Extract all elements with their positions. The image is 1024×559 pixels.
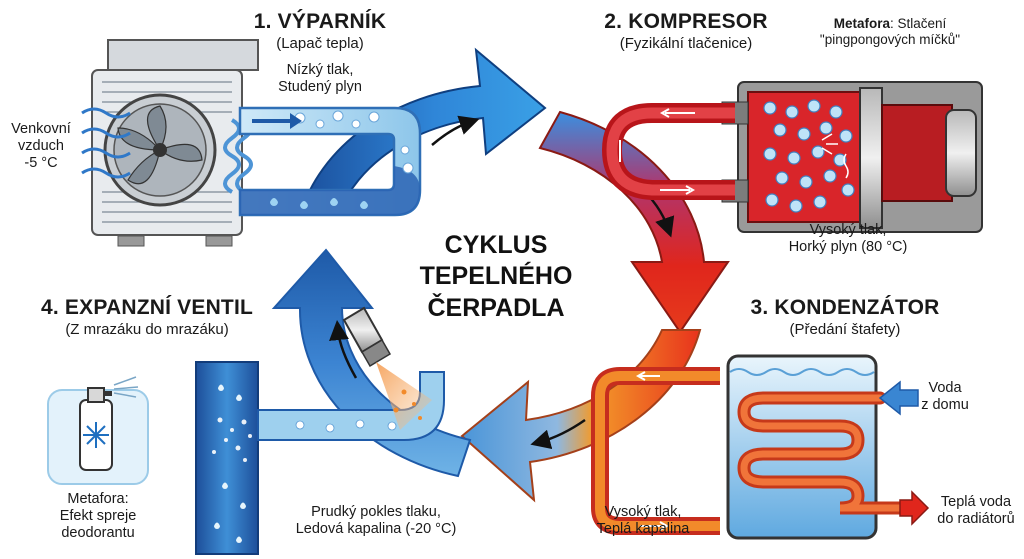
hot-water-out-arrow-icon bbox=[899, 490, 930, 526]
compressor-state: Vysoký tlak, Horký plyn (80 °C) bbox=[788, 222, 908, 256]
direction-arrow-icon bbox=[431, 115, 480, 146]
expansion-title: 4. EXPANZNÍ VENTIL bbox=[40, 296, 254, 319]
arrow-segment-condenser-to-expansion bbox=[460, 329, 702, 503]
arrow-segment-compressor-to-condenser bbox=[538, 110, 730, 334]
condenser-heading: 3. KONDENZÁTOR (Předání štafety) bbox=[732, 296, 958, 338]
water-in-label: Voda z domu bbox=[921, 380, 969, 414]
arrow-segment-evaporator-to-compressor bbox=[298, 47, 547, 216]
compressor-subtitle: (Fyzikální tlačenice) bbox=[619, 34, 753, 52]
hot-water-out-label: Teplá voda do radiátorů bbox=[937, 494, 1015, 528]
snowflake-icon bbox=[83, 422, 109, 448]
compressor-metaphor: Metafora: Stlačení "pingpongových míčků" bbox=[819, 16, 961, 47]
evaporator-title: 1. VÝPARNÍK bbox=[253, 10, 387, 33]
direction-arrow-icon bbox=[530, 418, 586, 450]
compressor-heading: 2. KOMPRESOR (Fyzikální tlačenice) bbox=[586, 10, 786, 52]
condenser-subtitle: (Předání štafety) bbox=[789, 320, 901, 338]
outdoor-unit-illustration bbox=[81, 39, 259, 247]
air-flow-icon bbox=[81, 107, 131, 179]
condenser-state: Vysoký tlak, Teplá kapalina bbox=[596, 504, 690, 538]
spray-can-illustration bbox=[47, 376, 149, 485]
compressor-illustration bbox=[721, 81, 983, 233]
evaporator-pipe bbox=[238, 106, 422, 217]
expansion-metaphor: Metafora: Efekt spreje deodorantu bbox=[59, 491, 137, 542]
condenser-tank-illustration bbox=[726, 354, 907, 540]
diagram-center-title: CYKLUS TEPELNÉHO ČERPADLA bbox=[419, 231, 573, 322]
direction-arrow-icon bbox=[329, 320, 358, 379]
condenser-title: 3. KONDENZÁTOR bbox=[750, 296, 940, 319]
expansion-heading: 4. EXPANZNÍ VENTIL (Z mrazáku do mrazáku… bbox=[22, 296, 272, 338]
expansion-pipe bbox=[195, 361, 445, 555]
compressor-title: 2. KOMPRESOR bbox=[604, 10, 768, 33]
condenser-pipe bbox=[591, 367, 930, 535]
evaporator-state: Nízký tlak, Studený plyn bbox=[278, 62, 362, 96]
expansion-nozzle-illustration bbox=[342, 306, 432, 430]
outdoor-air-label: Venkovní vzduch -5 °C bbox=[11, 121, 71, 172]
water-in-arrow-icon bbox=[878, 380, 919, 416]
expansion-subtitle: (Z mrazáku do mrazáku) bbox=[65, 320, 229, 338]
expansion-state: Prudký pokles tlaku, Ledová kapalina (-2… bbox=[295, 504, 457, 538]
evaporator-heading: 1. VÝPARNÍK (Lapač tepla) bbox=[230, 10, 410, 52]
evaporator-subtitle: (Lapač tepla) bbox=[276, 34, 364, 52]
compressor-pipe bbox=[601, 103, 735, 200]
